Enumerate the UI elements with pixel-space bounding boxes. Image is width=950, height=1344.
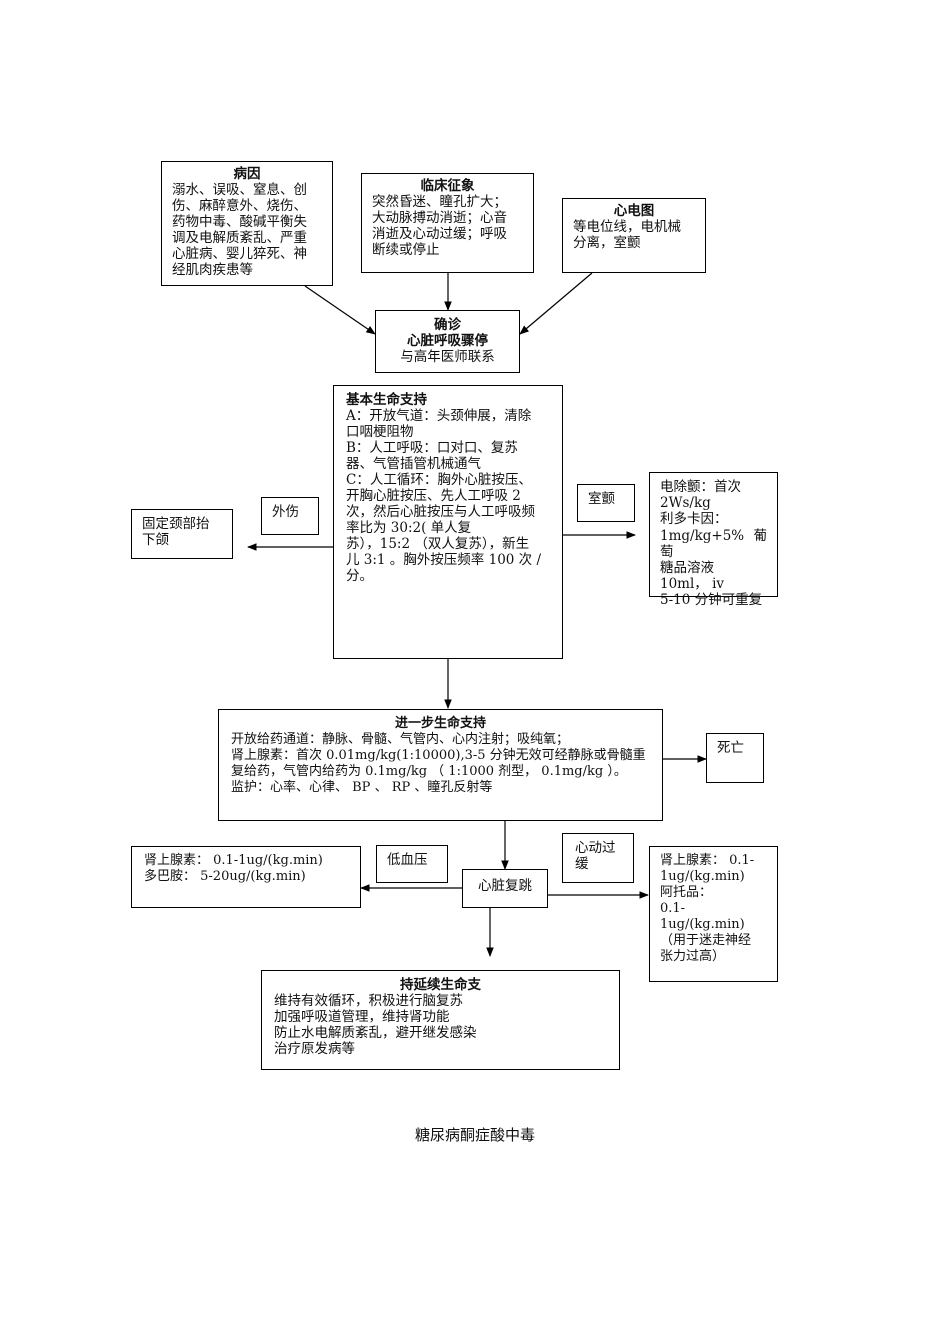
cause-line: 伤、麻醉意外、烧伤、 [172,198,307,214]
bradycardia-line: 缓 [575,856,589,872]
clinical-signs-box: 临床征象 突然昏迷、瞳孔扩大； 大动脉搏动消逝；心音 消逝及心动过缓；呼吸 断续… [361,173,534,273]
vf-box: 室颤 [577,484,635,522]
clinical-signs-line: 大动脉搏动消逝；心音 [372,210,507,226]
arrow-cause-to-diagnosis [304,285,376,335]
page-caption: 糖尿病酮症酸中毒 [414,1126,535,1144]
als-title: 进一步生命支持 [394,716,486,731]
prolonged-life-support-box: 持延续生命支 维持有效循环，积极进行脑复苏 加强呼吸道管理，维持肾功能 防止水电… [261,970,620,1070]
arrow-ecg-to-diagnosis [519,272,593,335]
cause-line: 药物中毒、酸碱平衡失 [172,214,307,230]
cause-line: 心脏病、婴儿猝死、神 [172,246,307,262]
brady-drugs-line: 张力过高） [660,949,726,964]
bls-line: 器、气管插管机械通气 [346,456,481,472]
diagnosis-line: 与高年医师联系 [400,349,495,365]
diagnosis-box: 确诊 心脏呼吸骤停 与高年医师联系 [375,310,520,373]
pls-line: 防止水电解质紊乱，避开继发感染 [274,1025,477,1041]
defib-line: 2Ws/kg [660,495,711,512]
brady-drugs-line: （用于迷走神经 [660,933,752,948]
bls-line: 儿 3:1 。胸外按压频率 100 次 / [346,552,541,568]
clinical-signs-line: 断续或停止 [372,242,440,258]
defib-line: 糖品溶液 [660,560,714,577]
trauma-label: 外伤 [272,504,299,520]
bls-line: 开胸心脏按压、先人工呼吸 2 [346,488,521,504]
bls-line: B：人工呼吸：口对口、复苏 [346,440,518,456]
ecg-line: 分离，室颤 [573,235,641,251]
basic-life-support-box: 基本生命支持 A：开放气道：头颈伸展，清除 口咽梗阻物 B：人工呼吸：口对口、复… [333,385,563,659]
cause-title: 病因 [233,166,261,182]
vf-label: 室颤 [588,491,615,507]
pls-line: 治疗原发病等 [274,1041,355,1057]
pressor-line: 多巴胺： 5-20ug/(kg.min) [144,869,306,884]
defib-line: 利多卡因： [660,511,728,528]
bls-line: 苏），15:2 （双人复苏），新生 [346,536,530,552]
bls-line: 率比为 30:2( 单人复 [346,520,472,536]
als-line: 监护：心率、心律、 BP 、 RP 、瞳孔反射等 [231,780,493,795]
cause-line: 调及电解质紊乱、严重 [172,230,307,246]
diagnosis-subtitle: 心脏呼吸骤停 [407,333,488,349]
brady-drugs-line: 肾上腺素： 0.1- [660,853,755,868]
defib-line: 10ml， iv [660,576,725,593]
fix-neck-line: 下颌 [142,532,169,548]
bls-line: C：人工循环：胸外心脏按压、 [346,472,532,488]
ecg-line: 等电位线，电机械 [573,219,681,235]
als-line: 开放给药通道：静脉、骨髓、气管内、心内注射；吸纯氧； [231,732,570,747]
pls-title: 持延续生命支 [400,977,481,993]
hypotension-box: 低血压 [376,845,448,883]
rosc-box: 心脏复跳 [462,869,548,908]
clinical-signs-line: 突然昏迷、瞳孔扩大； [372,194,507,210]
pls-line: 加强呼吸道管理，维持肾功能 [274,1009,450,1025]
brady-drugs-line: 1ug/(kg.min) [660,869,745,884]
bls-line: A：开放气道：头颈伸展，清除 [346,408,532,424]
ecg-title: 心电图 [613,203,655,219]
trauma-box: 外伤 [261,497,319,535]
als-line: 复给药，气管内给药为 0.1mg/kg （ 1:1000 剂型， 0.1mg/k… [231,764,627,779]
brady-drugs-line: 阿托品： [660,885,713,900]
defib-line: 1mg/kg+5% 葡萄 [660,527,767,560]
brady-drugs-line: 0.1-1ug/(kg.min) [660,901,745,932]
defib-line: 5-10 分钟可重复 [660,592,763,609]
ecg-box: 心电图 等电位线，电机械 分离，室颤 [562,198,706,273]
pressor-box: 肾上腺素： 0.1-1ug/(kg.min) 多巴胺： 5-20ug/(kg.m… [131,846,361,908]
death-label: 死亡 [717,740,744,756]
brady-drugs-box: 肾上腺素： 0.1- 1ug/(kg.min) 阿托品： 0.1-1ug/(kg… [649,846,778,982]
clinical-signs-title: 临床征象 [420,178,475,194]
fix-neck-line: 固定颈部抬 [142,516,210,532]
hypotension-label: 低血压 [387,852,428,868]
pls-line: 维持有效循环，积极进行脑复苏 [274,993,463,1009]
bradycardia-box: 心动过 缓 [562,833,634,883]
pressor-line: 肾上腺素： 0.1-1ug/(kg.min) [144,853,323,868]
fix-neck-box: 固定颈部抬 下颌 [131,509,233,559]
bls-line: 口咽梗阻物 [346,424,414,440]
defibrillation-box: 电除颤：首次 2Ws/kg 利多卡因： 1mg/kg+5% 葡萄 糖品溶液 10… [649,472,778,608]
als-line: 肾上腺素：首次 0.01mg/kg(1:10000),3-5 分钟无效可经静脉或… [231,748,646,763]
defib-line: 电除颤：首次 [660,479,741,495]
advanced-life-support-box: 进一步生命支持 开放给药通道：静脉、骨髓、气管内、心内注射；吸纯氧； 肾上腺素：… [218,709,663,821]
death-box: 死亡 [706,733,764,783]
bls-line: 次，然后心脏按压与人工呼吸频 [346,504,535,520]
bls-line: 分。 [346,568,373,584]
cause-line: 经肌肉疾患等 [172,262,253,278]
bls-title: 基本生命支持 [346,392,427,408]
clinical-signs-line: 消逝及心动过缓；呼吸 [372,226,507,242]
rosc-label: 心脏复跳 [478,878,532,894]
diagnosis-title: 确诊 [434,317,461,333]
bradycardia-line: 心动过 [575,840,616,856]
cause-box: 病因 溺水、误吸、窒息、创 伤、麻醉意外、烧伤、 药物中毒、酸碱平衡失 调及电解… [161,161,333,286]
cause-line: 溺水、误吸、窒息、创 [172,182,307,198]
